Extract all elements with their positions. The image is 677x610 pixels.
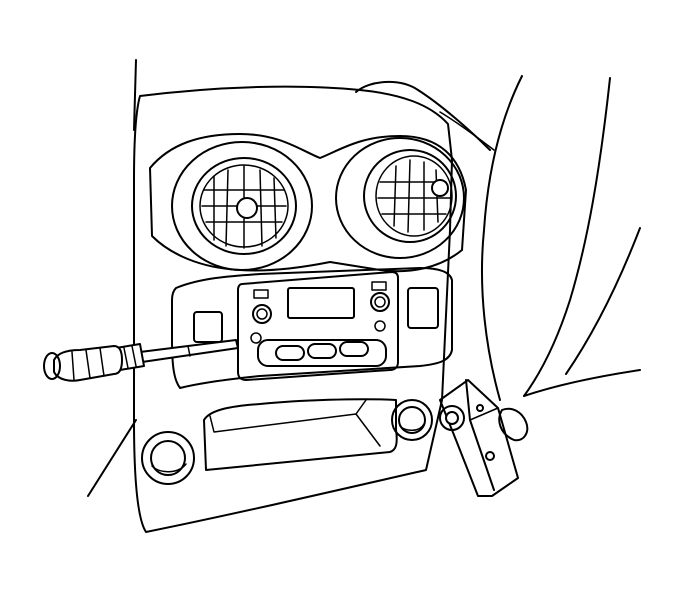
left-indicator [253,289,269,299]
right-small-button [374,320,386,332]
vent-housing-ridge [149,133,467,273]
console-cap-inner [439,111,495,151]
control-head [237,271,399,381]
right-air-vent [335,137,465,259]
button-tray [257,339,387,367]
preset-button-3 [339,341,369,357]
mounting-bracket [439,379,519,497]
console-cap [355,80,491,151]
seat-cushion-lower [523,369,641,397]
right-vent-adjust-knob [431,179,449,197]
pillar-edge-left [133,59,137,131]
left-blank-switch [193,311,223,343]
dash-lower-left-edge [87,419,137,497]
seat-roll [498,407,529,442]
screwdriver [43,339,239,382]
left-small-button [250,332,262,344]
preset-button-1 [275,345,305,361]
lower-right-knob [391,399,433,441]
right-blank-switch [407,287,439,329]
lower-left-knob [141,431,195,485]
left-air-vent [171,141,313,271]
bracket-grommet [439,405,465,431]
right-control-knob [370,292,390,312]
seat-back-edge [523,77,611,397]
seat-edge [480,75,523,401]
bracket-bolt-hole [485,451,495,461]
preset-button-2 [307,343,337,359]
center-bezel-outline [133,85,453,533]
storage-pocket [203,398,398,471]
left-control-knob [252,304,272,324]
left-vent-adjust-knob [236,197,258,219]
right-indicator [371,281,387,291]
display-window [287,287,355,319]
seat-cushion-edge [565,227,641,375]
control-panel-recess [171,267,453,389]
